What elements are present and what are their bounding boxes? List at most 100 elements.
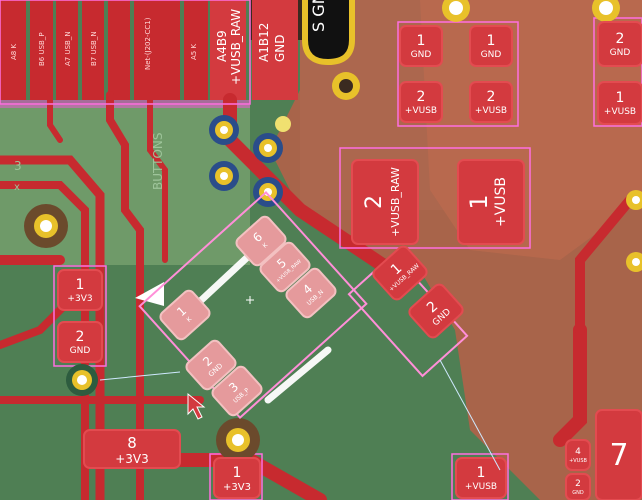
pad-number: 2: [362, 195, 387, 209]
pad-shape: [399, 25, 443, 67]
label-a4b9-net: +VUSB_RAW: [229, 9, 243, 85]
pad-net: GND: [610, 48, 631, 58]
pad-c-top-1-2[interactable]: 2+VUSB: [399, 81, 443, 123]
label-a1b12-net: GND: [273, 34, 287, 62]
pad-shape: [285, 267, 337, 319]
pad-net: +VUSB: [493, 177, 509, 227]
pad-shape: [211, 365, 263, 417]
svg-text:B6 USB_P: B6 USB_P: [38, 32, 46, 66]
pad-bot-8[interactable]: 8+3V3: [83, 429, 181, 469]
pad-shape: [372, 245, 428, 301]
svg-text:A7 USB_N: A7 USB_N: [64, 31, 72, 66]
pad-net: +VUSB: [405, 106, 437, 116]
pad-number: 7: [609, 438, 628, 473]
pad-net: GND: [411, 50, 432, 60]
svg-text:Net-(J202-CC1): Net-(J202-CC1): [144, 17, 152, 70]
pad-shape: [597, 81, 642, 125]
pad-number: 1: [233, 465, 242, 481]
pad-shape: [185, 339, 237, 391]
mouse-cursor-icon: [187, 392, 206, 420]
pad-number: 2: [76, 329, 85, 345]
pad-number: 2: [575, 479, 581, 489]
corner-label: S GN: [309, 0, 328, 32]
pad-bot-1[interactable]: 1+3V3: [213, 457, 261, 499]
pad-shape: [57, 321, 103, 363]
pad-net: +VUSB: [569, 458, 587, 464]
pad-shape: [159, 289, 211, 341]
pad-number: 1: [417, 33, 426, 49]
vias: [24, 0, 642, 462]
pad-fuse-1[interactable]: 1+VUSB: [457, 159, 525, 245]
svg-text:B7 USB_N: B7 USB_N: [90, 31, 98, 66]
top-strip-text: A8 K B6 USB_P A7 USB_N B7 USB_N Net-(J20…: [10, 17, 198, 70]
pad-number: 1: [477, 465, 486, 481]
pad-net: GND: [70, 346, 91, 356]
pad-net: +3V3: [223, 482, 251, 493]
pad-left-1[interactable]: 1+3V3: [57, 269, 103, 311]
svg-text:A8 K: A8 K: [10, 44, 18, 60]
ratsnest-line: [439, 359, 501, 471]
pad-ic-5[interactable]: 5+VUSB_RAW: [258, 240, 312, 293]
pad-net: GND: [572, 490, 584, 496]
pad-number: 2: [417, 89, 426, 105]
buttons-label: BUTTONS: [151, 132, 165, 190]
pad-shape: [83, 429, 181, 469]
pad-shape: [469, 25, 513, 67]
pad-c-top-3-2[interactable]: 1+VUSB: [597, 81, 642, 125]
pad-shape: [259, 241, 311, 293]
pad-shape: [351, 159, 419, 245]
pin1-marker: [135, 282, 164, 306]
pad-net: K: [186, 315, 194, 324]
pad-net: GND: [481, 50, 502, 60]
label-a4b9: A4B9: [215, 30, 229, 62]
pad-shape: [457, 159, 525, 245]
pad-ic-6[interactable]: 6K: [234, 214, 288, 267]
pad-number: 1: [76, 277, 85, 293]
label-a1b12: A1B12: [257, 23, 271, 62]
pad-net: +3V3: [67, 294, 92, 304]
pad-net: +VUSB: [475, 106, 507, 116]
ratsnest-line-2: [99, 371, 181, 381]
pad-bot-right-1[interactable]: 1+VUSB: [455, 457, 507, 499]
pad-shape: [455, 457, 507, 499]
pad-number: 2: [616, 31, 625, 47]
pads-layer: 1GND2+VUSB1GND2+VUSB2GND1+VUSB2+VUSB_RAW…: [57, 21, 642, 500]
pad-shape: [595, 409, 642, 500]
crosshair-icon: [246, 296, 254, 304]
pad-net: K: [262, 241, 270, 250]
marker-x: x: [14, 182, 20, 193]
pad-number: 2: [487, 89, 496, 105]
pad-shape: [565, 473, 591, 500]
pad-edge-4[interactable]: 4+VUSB: [565, 439, 591, 471]
pad-number: 8: [127, 434, 137, 452]
pad-shape: [213, 457, 261, 499]
pad-shape: [597, 21, 642, 67]
pad-shape: [399, 81, 443, 123]
pad-net: +VUSB: [465, 482, 497, 492]
pad-number: 1: [465, 194, 493, 209]
pad-edge-7[interactable]: 7: [595, 409, 642, 500]
pad-ic-1[interactable]: 1K: [158, 288, 212, 341]
marker-3: 3: [14, 159, 22, 173]
pad-shape: [57, 269, 103, 311]
pad-c-top-2-2[interactable]: 2+VUSB: [469, 81, 513, 123]
pad-fuse-2[interactable]: 2+VUSB_RAW: [351, 159, 419, 245]
connector-slot: [302, 0, 355, 66]
pad-number: 1: [616, 90, 625, 106]
pad-net: +VUSB_RAW: [389, 167, 402, 237]
pad-number: 4: [575, 447, 581, 457]
pad-shape: [565, 439, 591, 471]
pad-net: +3V3: [115, 452, 149, 466]
pad-shape: [408, 283, 464, 339]
